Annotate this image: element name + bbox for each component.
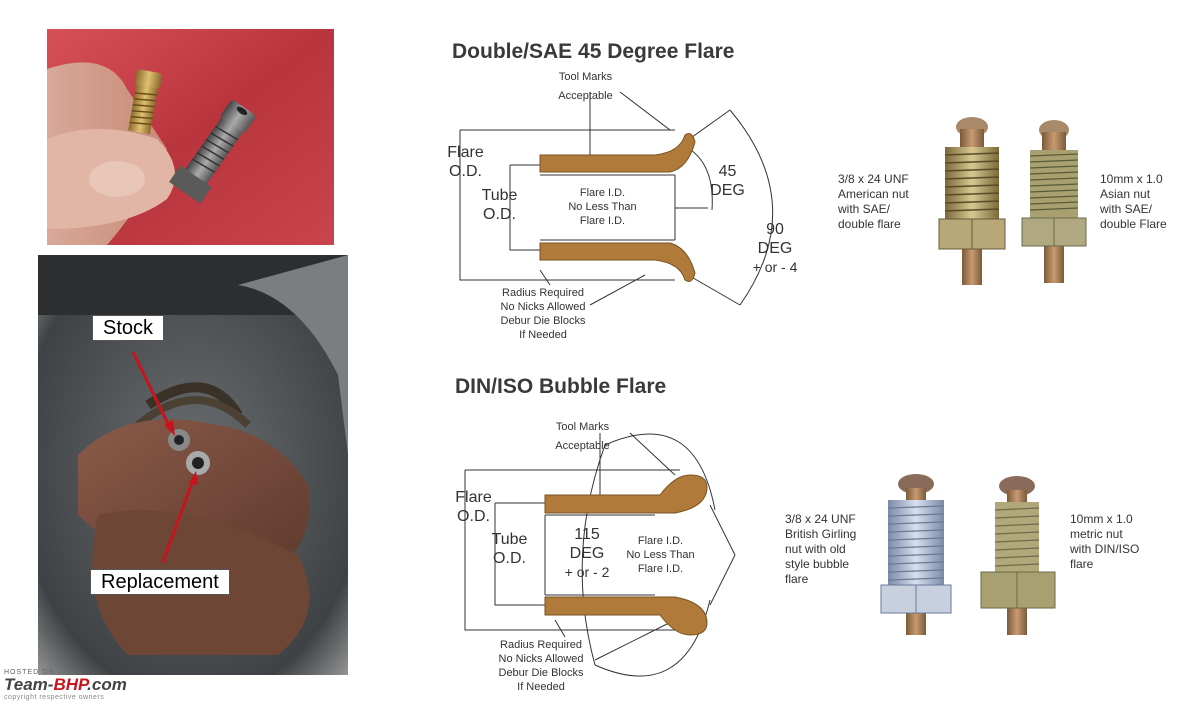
sae-nut-asian-image bbox=[1021, 120, 1087, 283]
sae-nut-asian-l4: double Flare bbox=[1100, 217, 1167, 231]
din-nut-metric-l3: with DIN/ISO bbox=[1070, 542, 1140, 556]
sae-nut-american-label: 3/8 x 24 UNF American nut with SAE/ doub… bbox=[838, 172, 909, 232]
logo-part-bhp: BHP bbox=[53, 675, 88, 694]
din-nut-british-l4: style bubble bbox=[785, 557, 850, 571]
sae-flare-diagram bbox=[459, 91, 774, 306]
din-flare-id-l1: Flare I.D. bbox=[637, 535, 684, 547]
sae-nut-american-image bbox=[938, 117, 1006, 285]
sae-flare-id-l3: Flare I.D. bbox=[579, 215, 626, 227]
photo-bleeder-screws bbox=[47, 29, 334, 245]
sae-radius-l4: If Needed bbox=[519, 329, 567, 341]
sae-radius-l2: No Nicks Allowed bbox=[500, 301, 586, 313]
din-flare-od-l2: O.D. bbox=[457, 508, 490, 525]
din-flare-diagram bbox=[464, 432, 736, 677]
sae-tube-od: Tube O.D. bbox=[472, 186, 527, 224]
din-title: DIN/ISO Bubble Flare bbox=[455, 375, 667, 398]
din-nut-metric-l4: flare bbox=[1070, 557, 1094, 571]
sae-angle-90-l2: DEG bbox=[757, 240, 793, 257]
sae-flare-id-l2: No Less Than bbox=[568, 201, 637, 213]
din-nut-british-label: 3/8 x 24 UNF British Girling nut with ol… bbox=[785, 512, 856, 587]
din-flare-od: Flare O.D. bbox=[446, 488, 501, 526]
sae-flare-id-l1: Flare I.D. bbox=[579, 187, 626, 199]
logo-part-com: .com bbox=[87, 675, 127, 694]
sae-flare-id: Flare I.D. No Less Than Flare I.D. bbox=[560, 186, 645, 228]
din-angle-115-l3: + or - 2 bbox=[564, 564, 610, 580]
din-angle-115-l2: DEG bbox=[569, 545, 605, 562]
din-radius-l2: No Nicks Allowed bbox=[498, 653, 584, 665]
sae-angle-45: 45 DEG bbox=[705, 162, 750, 200]
sae-tool-marks: Tool Marks Acceptable bbox=[548, 70, 623, 103]
din-tube-od-l1: Tube bbox=[491, 531, 528, 548]
din-radius: Radius Required No Nicks Allowed Debur D… bbox=[486, 638, 596, 694]
watermark-logo: Team-BHP.com bbox=[4, 676, 127, 694]
sae-angle-90: 90 DEG + or - 4 bbox=[740, 220, 810, 277]
watermark-copyright: copyright respective owners bbox=[4, 694, 105, 701]
sae-nut-asian-l3: with SAE/ bbox=[1100, 202, 1153, 216]
sae-nut-asian-label: 10mm x 1.0 Asian nut with SAE/ double Fl… bbox=[1100, 172, 1167, 232]
din-angle-115: 115 DEG + or - 2 bbox=[552, 525, 622, 582]
sae-tube-od-l2: O.D. bbox=[483, 206, 516, 223]
din-nut-british-l3: nut with old bbox=[785, 542, 846, 556]
watermark-hosted: HOSTED ON : bbox=[4, 669, 61, 676]
sae-nut-asian-l1: 10mm x 1.0 bbox=[1100, 172, 1163, 186]
sae-nut-american-l1: 3/8 x 24 UNF bbox=[838, 172, 909, 186]
sae-nut-american-l3: with SAE/ bbox=[838, 202, 891, 216]
sae-radius: Radius Required No Nicks Allowed Debur D… bbox=[488, 286, 598, 342]
din-flare-id: Flare I.D. No Less Than Flare I.D. bbox=[618, 534, 703, 576]
din-flare-id-l3: Flare I.D. bbox=[637, 563, 684, 575]
photo-brake-lines bbox=[38, 255, 348, 675]
din-nut-british-l1: 3/8 x 24 UNF bbox=[785, 512, 856, 526]
din-angle-115-l1: 115 bbox=[574, 526, 600, 543]
callout-replacement: Replacement bbox=[90, 569, 230, 595]
din-radius-l1: Radius Required bbox=[500, 639, 582, 651]
din-tool-marks-l2: Acceptable bbox=[555, 440, 610, 452]
din-tool-marks-l1: Tool Marks bbox=[555, 421, 610, 433]
sae-angle-45-l2: DEG bbox=[710, 182, 745, 199]
din-radius-l4: If Needed bbox=[517, 681, 565, 693]
sae-nut-asian-l2: Asian nut bbox=[1100, 187, 1151, 201]
din-nut-metric-l2: metric nut bbox=[1070, 527, 1123, 541]
sae-tool-marks-l2: Acceptable bbox=[558, 90, 613, 102]
sae-radius-l1: Radius Required bbox=[502, 287, 584, 299]
callout-stock: Stock bbox=[92, 315, 165, 341]
sae-tool-marks-l1: Tool Marks bbox=[558, 71, 613, 83]
din-nut-british-l5: flare bbox=[785, 572, 809, 586]
sae-title: Double/SAE 45 Degree Flare bbox=[452, 40, 735, 63]
din-nut-metric-label: 10mm x 1.0 metric nut with DIN/ISO flare bbox=[1070, 512, 1139, 572]
sae-flare-od-l1: Flare bbox=[447, 144, 484, 161]
sae-flare-od: Flare O.D. bbox=[438, 143, 493, 181]
sae-flare-od-l2: O.D. bbox=[449, 163, 482, 180]
din-flare-od-l1: Flare bbox=[455, 489, 492, 506]
sae-angle-90-l1: 90 bbox=[766, 221, 784, 238]
sae-radius-l3: Debur Die Blocks bbox=[500, 315, 586, 327]
sae-nut-american-l2: American nut bbox=[838, 187, 909, 201]
din-nut-metric-l1: 10mm x 1.0 bbox=[1070, 512, 1133, 526]
logo-part-team: Team- bbox=[4, 675, 54, 694]
sae-angle-45-l1: 45 bbox=[718, 163, 737, 180]
din-tube-od: Tube O.D. bbox=[482, 530, 537, 568]
din-tool-marks: Tool Marks Acceptable bbox=[545, 420, 620, 453]
din-tube-od-l2: O.D. bbox=[493, 550, 526, 567]
sae-tube-od-l1: Tube bbox=[481, 187, 518, 204]
din-nut-british-image bbox=[880, 474, 952, 635]
sae-angle-90-l3: + or - 4 bbox=[752, 259, 798, 275]
din-nut-british-l2: British Girling bbox=[785, 527, 857, 541]
din-radius-l3: Debur Die Blocks bbox=[498, 667, 584, 679]
din-flare-id-l2: No Less Than bbox=[626, 549, 695, 561]
watermark: HOSTED ON : Team-BHP.com copyright respe… bbox=[4, 669, 127, 701]
sae-nut-american-l4: double flare bbox=[838, 217, 901, 231]
din-nut-metric-image bbox=[980, 476, 1056, 635]
